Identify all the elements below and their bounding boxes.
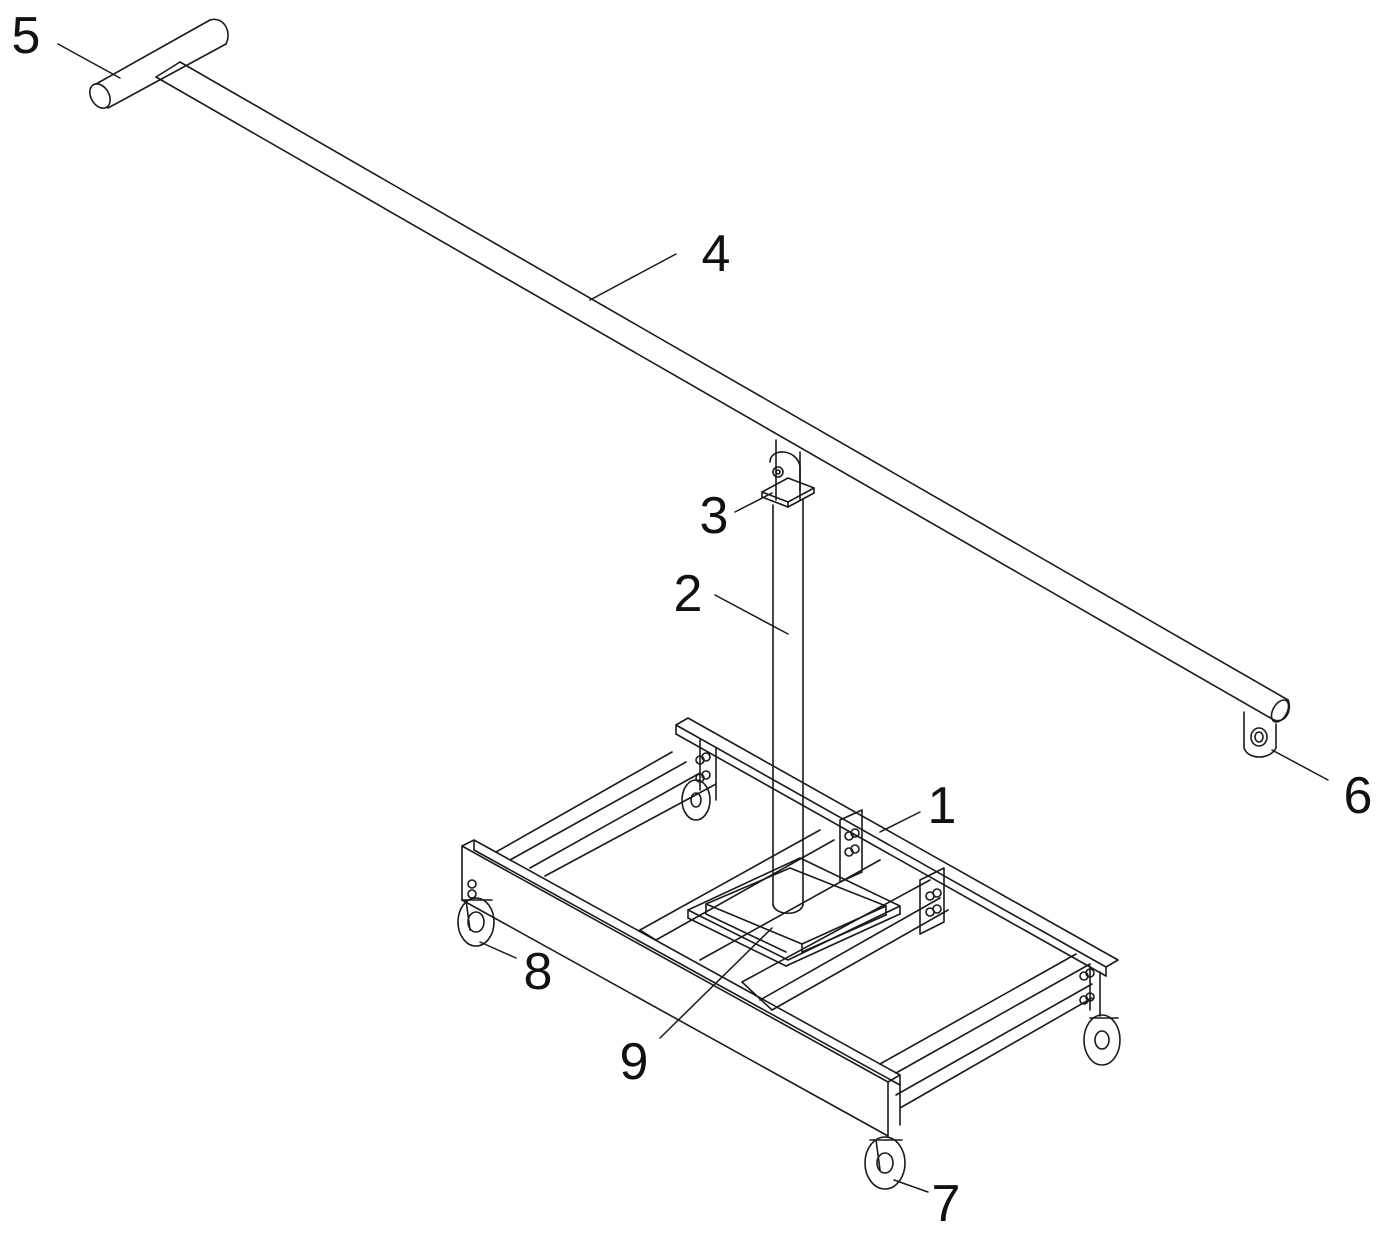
callout-3: 3	[699, 487, 729, 545]
callout-1: 1	[927, 777, 957, 835]
caster-wheel-front	[864, 1136, 906, 1190]
leader-line-6	[1271, 749, 1329, 781]
leader-line-7	[893, 1179, 929, 1193]
horizontal-beam	[155, 61, 1291, 723]
leader-lines	[57, 43, 1329, 1193]
leader-line-3	[734, 492, 773, 513]
callout-9: 9	[619, 1033, 649, 1091]
leader-line-1	[879, 811, 921, 833]
callout-5: 5	[11, 7, 41, 65]
caster-wheel-back	[681, 779, 711, 821]
pivot-hinge	[761, 439, 815, 508]
lifting-lug	[1243, 711, 1277, 758]
callout-2: 2	[673, 565, 703, 623]
leader-line-2	[714, 594, 789, 635]
base-plate	[687, 857, 901, 967]
caster-wheel-right	[1083, 1014, 1121, 1066]
callout-4: 4	[701, 225, 731, 283]
leader-line-8	[479, 941, 517, 959]
base-frame	[461, 717, 1119, 1137]
cross-handle	[89, 18, 229, 109]
leader-line-4	[589, 253, 677, 301]
callout-7: 7	[931, 1175, 961, 1233]
vertical-column	[772, 499, 804, 915]
callout-8: 8	[523, 943, 553, 1001]
callout-6: 6	[1343, 767, 1373, 825]
leader-line-9	[659, 927, 773, 1039]
leader-line-5	[57, 43, 121, 79]
caster-wheel-left	[457, 897, 495, 947]
